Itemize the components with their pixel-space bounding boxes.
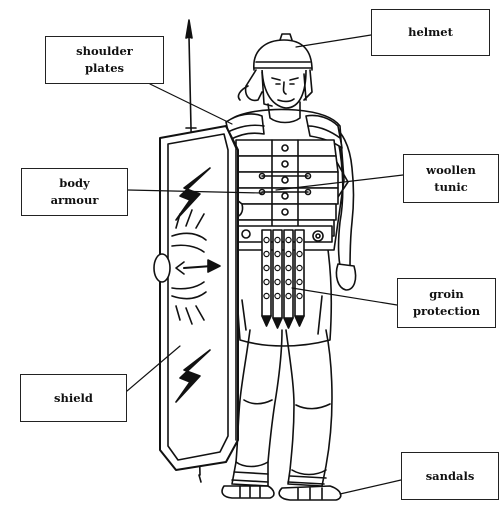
helmet: [238, 34, 312, 106]
right-leg: [279, 330, 341, 500]
label-helmet: helmet: [371, 9, 490, 56]
label-woollen-tunic: woollen tunic: [403, 154, 499, 203]
label-shield: shield: [20, 374, 127, 422]
label-shoulder-plates: shoulder plates: [45, 36, 164, 84]
label-body-armour: body armour: [21, 168, 128, 216]
body-armour: [236, 140, 338, 236]
label-sandals: sandals: [401, 452, 499, 500]
label-groin-protection: groin protection: [397, 278, 496, 328]
leader-helmet: [296, 35, 371, 47]
leader-sandals: [340, 480, 401, 494]
leader-groin-protection: [292, 288, 397, 305]
shield: [154, 126, 238, 470]
